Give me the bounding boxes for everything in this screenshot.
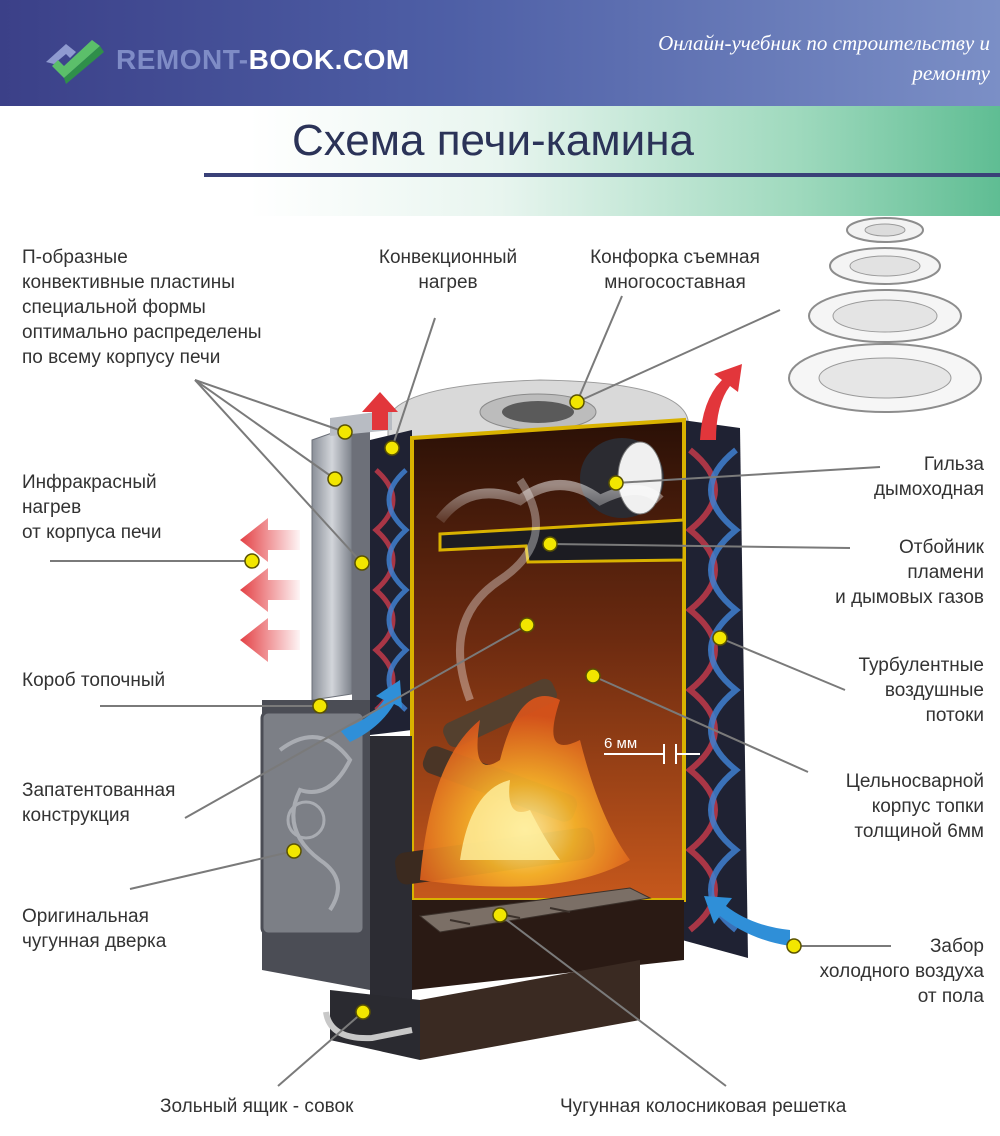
cold-air-arrows — [340, 680, 790, 946]
label-door: Оригинальная чугунная дверка — [22, 906, 167, 952]
left-convection-channel — [370, 430, 412, 735]
label-burner: Конфорка съемная многосоставная — [590, 247, 760, 293]
page-title: Схема печи-камина — [292, 116, 694, 165]
label-deflector: Отбойник пламени и дымовых газов — [835, 537, 984, 608]
label-p-plates: П-образные конвективные пластины специал… — [22, 247, 262, 368]
label-infrared: Инфракрасный нагрев от корпуса печи — [22, 472, 162, 543]
label-firebox-box: Короб топочный — [22, 670, 166, 691]
label-grate: Чугунная колосниковая решетка — [560, 1096, 847, 1117]
label-ash-box: Зольный ящик - совок — [160, 1096, 354, 1117]
logs-and-flames — [395, 678, 630, 887]
ash-drawer-handle — [323, 1011, 413, 1042]
site-tagline: Онлайн-учебник по строительству и ремонт… — [658, 31, 990, 85]
infrared-heat-arrows — [240, 518, 300, 662]
title-band — [0, 106, 1000, 216]
thickness-label: 6 мм — [604, 735, 637, 752]
label-turbulent: Турбулентные воздушные потоки — [858, 655, 984, 726]
pointer-dots — [244, 394, 802, 1020]
label-patented: Запатентованная конструкция — [22, 780, 176, 826]
convection-arrows — [362, 364, 742, 440]
label-welded: Цельносварной корпус топки толщиной 6мм — [845, 771, 984, 842]
site-header: REMONT-BOOK.COM Онлайн-учебник по строит… — [0, 0, 1000, 106]
thickness-marker: 6 мм — [604, 735, 700, 764]
logo-text[interactable]: REMONT-BOOK.COM — [116, 44, 410, 75]
cast-iron-door — [260, 710, 366, 936]
pointer-lines — [50, 295, 891, 1087]
burner-rings — [788, 217, 982, 413]
label-sleeve: Гильза дымоходная — [873, 454, 984, 500]
label-convection: Конвекционный нагрев — [378, 247, 518, 293]
label-air-intake: Забор холодного воздуха от пола — [819, 936, 984, 1007]
logo-check-icon — [46, 40, 104, 84]
title-underline — [204, 173, 1000, 177]
right-convection-channel — [682, 420, 748, 958]
